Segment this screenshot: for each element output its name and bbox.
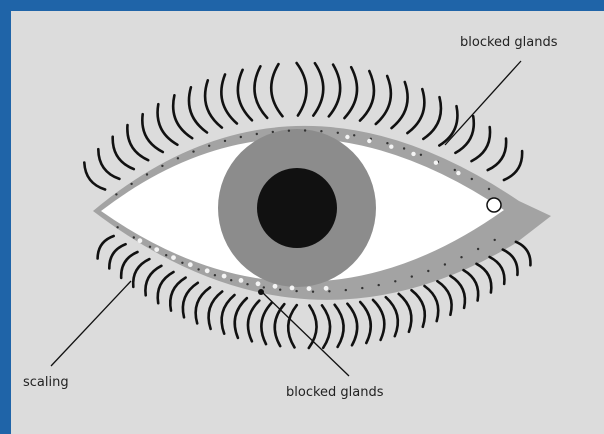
gland-opening [328,290,330,292]
gland-opening [263,286,265,288]
scale-fleck [138,238,143,243]
scale-fleck [239,278,244,283]
gland-opening [230,279,232,281]
label-blocked-glands-bottom: blocked glands [286,385,384,400]
gland-opening [214,274,216,276]
blocked-gland-marker [258,289,264,295]
scale-fleck [188,262,193,267]
gland-opening [133,236,135,238]
gland-opening [361,287,363,289]
gland-opening [192,150,194,152]
gland-opening [149,246,151,248]
gland-opening [165,254,167,256]
gland-opening [454,169,456,171]
gland-opening [337,132,339,134]
gland-opening [304,129,306,131]
gland-opening [279,289,281,291]
gland-opening [488,188,490,190]
gland-opening [130,183,132,185]
label-scaling: scaling [23,375,69,390]
gland-opening [146,173,148,175]
scale-fleck [171,255,176,260]
scale-fleck [307,286,312,291]
gland-opening [256,133,258,135]
gland-opening [444,263,446,265]
illustration-frame: blocked glands blocked glands scaling [11,11,604,434]
gland-opening [208,145,210,147]
scale-fleck [273,284,278,289]
gland-opening [386,142,388,144]
scale-fleck [345,135,349,139]
canthus-gland [487,198,501,212]
eye-diagram: blocked glands blocked glands scaling [11,11,604,434]
gland-opening [224,140,226,142]
gland-opening [312,291,314,293]
scale-fleck [367,139,371,143]
gland-opening [477,248,479,250]
gland-opening [420,154,422,156]
gland-opening [460,256,462,258]
scale-fleck [434,161,438,165]
gland-opening [246,283,248,285]
gland-opening [378,284,380,286]
gland-opening [116,226,118,228]
scale-fleck [290,286,295,291]
scale-fleck [324,286,329,291]
gland-opening [177,157,179,159]
scale-fleck [154,247,159,252]
scale-fleck [456,171,460,175]
scale-fleck [205,268,210,273]
gland-opening [320,130,322,132]
gland-opening [494,239,496,241]
gland-opening [471,178,473,180]
scale-fleck [222,274,227,279]
scale-fleck [389,145,393,149]
gland-opening [345,289,347,291]
gland-opening [288,130,290,132]
gland-opening [427,270,429,272]
pupil [257,168,337,248]
gland-opening [272,131,274,133]
label-blocked-glands-top: blocked glands [460,35,558,50]
gland-opening [295,290,297,292]
gland-opening [181,262,183,264]
gland-opening [197,268,199,270]
scale-fleck [411,152,415,156]
gland-opening [411,275,413,277]
gland-opening [403,147,405,149]
gland-opening [353,134,355,136]
gland-opening [115,193,117,195]
gland-opening [161,165,163,167]
scale-fleck [256,281,261,286]
gland-opening [394,280,396,282]
gland-opening [240,136,242,138]
